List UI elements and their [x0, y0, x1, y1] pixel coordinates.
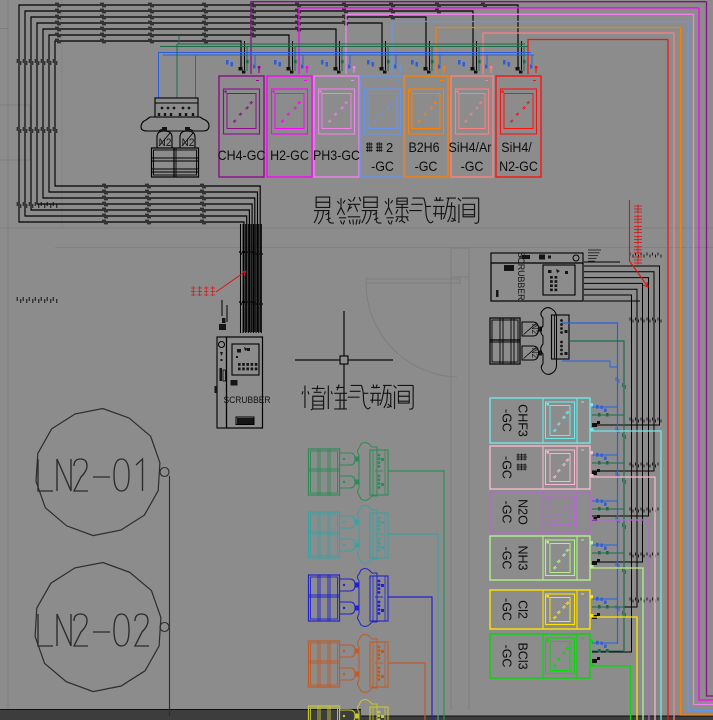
svg-text:N2: N2 — [159, 138, 172, 150]
svg-text:SCRUBBER: SCRUBBER — [224, 395, 271, 406]
svg-text:CHF3: CHF3 — [516, 404, 530, 437]
svg-text:-GC: -GC — [500, 409, 514, 432]
svg-text:N2O: N2O — [516, 499, 530, 525]
svg-text:N2: N2 — [530, 324, 539, 335]
svg-text:-GC: -GC — [371, 159, 394, 175]
svg-text:SiH4/: SiH4/ — [501, 140, 532, 156]
svg-text:NH3: NH3 — [516, 545, 530, 570]
svg-text:-GC: -GC — [500, 598, 514, 621]
svg-text:N2: N2 — [530, 348, 539, 359]
svg-text:2: 2 — [386, 140, 393, 155]
svg-text:-GC: -GC — [500, 456, 514, 479]
svg-text:SiH4/Ar: SiH4/Ar — [449, 140, 493, 156]
svg-text:N2: N2 — [182, 138, 195, 150]
svg-text:Cl2: Cl2 — [516, 600, 530, 619]
svg-text:BCl3: BCl3 — [516, 642, 530, 669]
svg-text:SCRUBBER: SCRUBBER — [516, 252, 526, 301]
svg-text:-GC: -GC — [500, 501, 514, 524]
svg-text:B2H6: B2H6 — [408, 140, 439, 156]
svg-text:CH4-GC: CH4-GC — [218, 148, 266, 164]
svg-text:N2-GC: N2-GC — [499, 159, 538, 175]
svg-text:PH3-GC: PH3-GC — [313, 148, 360, 164]
svg-text:H2-GC: H2-GC — [270, 148, 309, 164]
svg-text:-GC: -GC — [500, 645, 514, 668]
svg-text:-GC: -GC — [500, 547, 514, 570]
svg-text:-GC: -GC — [415, 159, 438, 175]
svg-text:-GC: -GC — [461, 159, 484, 175]
